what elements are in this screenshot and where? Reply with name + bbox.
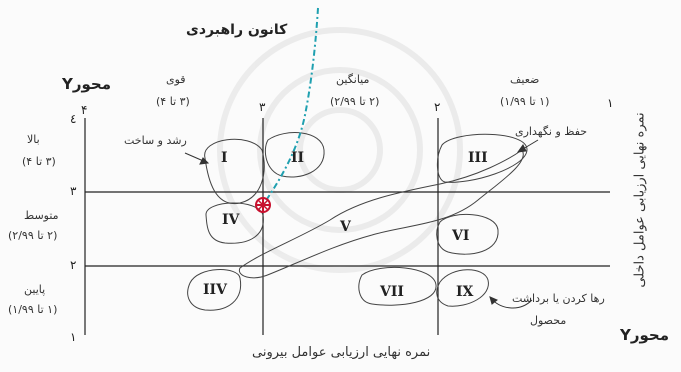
- strategic-focus-path: [262, 7, 319, 206]
- cell-III: III: [468, 150, 488, 166]
- cell-V: V: [340, 219, 351, 235]
- outline-cell-VI: [436, 213, 499, 255]
- x-tick-2: ۲: [434, 100, 441, 114]
- x-tick-1: ۱: [607, 96, 614, 110]
- x-tick-4: ۴: [81, 103, 88, 117]
- y-axis-name: محورY: [62, 75, 112, 93]
- row-range-low: (۱ تا ۱/۹۹): [8, 303, 58, 316]
- column-label-average: میانگین: [336, 73, 370, 86]
- annotation-arrows: [184, 139, 539, 309]
- outline-cell-VII: [358, 266, 437, 306]
- column-label-strong: قوی: [166, 73, 186, 86]
- y-axis-caption: نمره نهایی ارزیابی عوامل داخلی: [632, 112, 648, 288]
- y-tick-1: ۱: [70, 330, 77, 344]
- outline-cell-IIV: [187, 269, 242, 311]
- cell-IX: IX: [456, 284, 474, 300]
- annotation-harvest-line2: محصول: [530, 314, 567, 327]
- arrowhead-grow: [199, 157, 210, 165]
- row-label-medium: متوسط: [24, 209, 59, 222]
- row-range-high: (۳ تا ۴): [22, 155, 56, 168]
- y-tick-4: ٤: [70, 112, 77, 126]
- y-tick-3: ۳: [70, 184, 77, 198]
- column-label-weak: ضعیف: [510, 73, 540, 86]
- cell-VI: VI: [452, 228, 470, 244]
- cell-VII: VII: [380, 284, 404, 300]
- annotation-grow-and-build: رشد و ساخت: [124, 134, 187, 147]
- arrowhead-hold: [516, 144, 527, 153]
- diagram-title: کانون راهبردی: [186, 22, 288, 38]
- column-range-strong: (۳ تا ۴): [156, 95, 190, 108]
- row-label-high: بالا: [27, 133, 40, 146]
- annotation-harvest-line1: رها کردن یا برداشت: [512, 292, 605, 305]
- cell-II: II: [291, 150, 305, 166]
- cell-I: I: [221, 150, 228, 166]
- column-range-average: (۲ تا ۲/۹۹): [330, 95, 380, 108]
- cell-IIV: IIV: [203, 282, 227, 298]
- y-tick-2: ۲: [70, 258, 77, 272]
- outline-cell-IV: [205, 202, 264, 244]
- outline-cell-V: [238, 149, 524, 279]
- row-range-medium: (۲ تا ۲/۹۹): [8, 229, 58, 242]
- cell-IV: IV: [222, 212, 240, 228]
- strategic-position-marker: [255, 197, 271, 213]
- watermark-ornament: [217, 27, 463, 273]
- x-axis-caption: نمره نهایی ارزیابی عوامل بیرونی: [252, 345, 431, 360]
- column-range-weak: (۱ تا ۱/۹۹): [500, 95, 550, 108]
- arrowhead-harvest: [489, 296, 498, 305]
- outline-cell-I: [204, 138, 265, 204]
- outline-cell-IX: [436, 269, 489, 307]
- annotation-hold-and-maintain: حفظ و نگهداری: [515, 125, 588, 138]
- outline-cell-III: [437, 133, 528, 183]
- x-tick-3: ۳: [259, 100, 266, 114]
- row-label-low: پایین: [24, 283, 46, 296]
- x-axis-name: محورY: [620, 326, 670, 344]
